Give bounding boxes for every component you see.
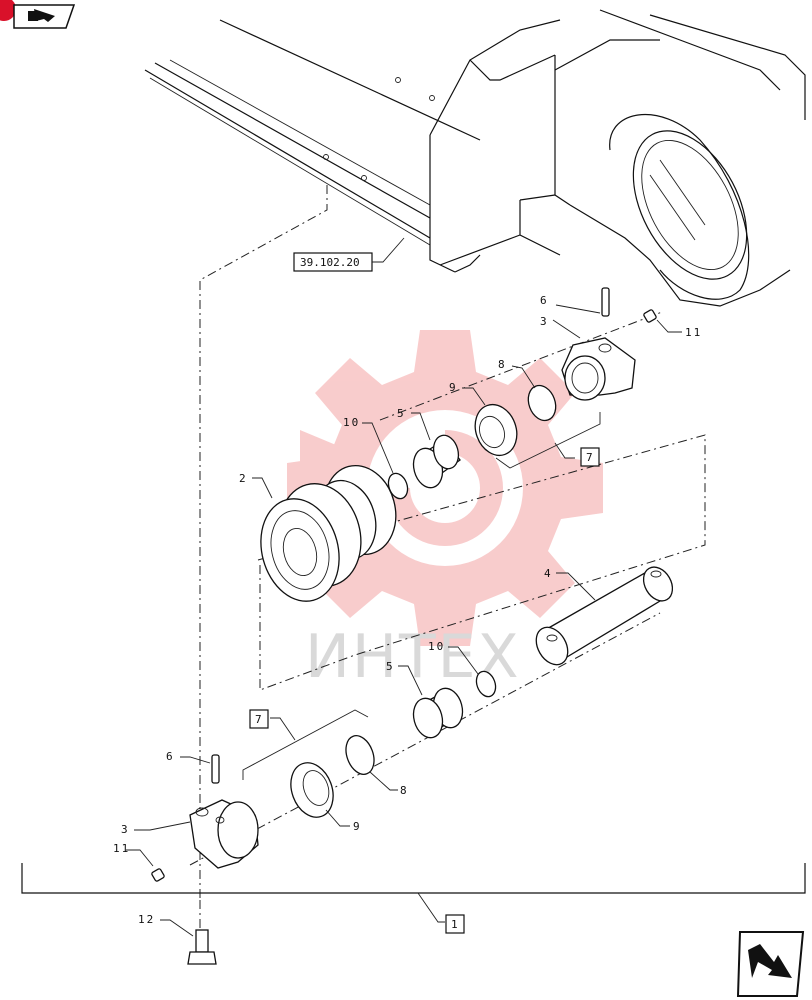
callout-7-bottom: 7 bbox=[255, 713, 262, 726]
bottom-nav-button[interactable] bbox=[736, 931, 805, 997]
callouts: 1 7 7 2 3 3 4 5 5 6 6 8 8 9 9 10 10 11 1… bbox=[113, 294, 702, 934]
callout-9-top: 9 bbox=[449, 381, 458, 394]
callout-3-bottom: 3 bbox=[121, 823, 130, 836]
track-roller-2 bbox=[252, 464, 397, 602]
reference-box-label: 39.102.20 bbox=[300, 256, 360, 269]
previous-page-arrow-icon bbox=[28, 9, 55, 22]
callout-1: 1 bbox=[451, 918, 458, 931]
oring-8-bottom bbox=[345, 735, 398, 791]
pin-6-bottom bbox=[180, 754, 220, 784]
assembly-1-bracket bbox=[21, 863, 806, 923]
callout-11-bottom: 11 bbox=[113, 842, 130, 855]
callout-6-top: 6 bbox=[540, 294, 549, 307]
next-page-arrow-icon bbox=[748, 944, 792, 978]
reference-box[interactable]: 39.102.20 bbox=[293, 237, 405, 272]
callout-box-7-top[interactable] bbox=[580, 447, 600, 467]
callout-11-top: 11 bbox=[685, 326, 702, 339]
bushing-5-bottom bbox=[398, 665, 464, 739]
center-lines bbox=[189, 185, 706, 930]
callout-12: 12 bbox=[138, 913, 155, 926]
callout-box-7-bottom[interactable] bbox=[249, 709, 269, 729]
top-nav-button[interactable] bbox=[0, 0, 76, 29]
kit-7-bottom-bracket bbox=[242, 709, 369, 780]
bracket-3-top bbox=[552, 319, 636, 401]
pin-6-top bbox=[555, 287, 610, 317]
bracket-3-bottom bbox=[134, 799, 259, 869]
screw-11-top bbox=[643, 309, 682, 333]
callout-5-bottom: 5 bbox=[386, 660, 395, 673]
callout-6-bottom: 6 bbox=[166, 750, 175, 763]
ring-10-bottom bbox=[448, 646, 497, 698]
callout-3-top: 3 bbox=[540, 315, 549, 328]
shaft-4 bbox=[535, 566, 674, 666]
frame-structure bbox=[144, 9, 806, 307]
bushing-5-top bbox=[411, 412, 461, 489]
callout-box-1[interactable] bbox=[445, 914, 465, 934]
callout-4: 4 bbox=[544, 567, 553, 580]
callout-10-top: 10 bbox=[343, 416, 360, 429]
kit-7-top-bracket bbox=[495, 412, 601, 469]
seal-9-top bbox=[462, 387, 518, 457]
seal-9-bottom bbox=[290, 762, 350, 827]
callout-8-bottom: 8 bbox=[400, 784, 409, 797]
callout-7-top: 7 bbox=[586, 451, 593, 464]
callout-2: 2 bbox=[239, 472, 248, 485]
callout-9-bottom: 9 bbox=[353, 820, 362, 833]
callout-8-top: 8 bbox=[498, 358, 507, 371]
bolt-12 bbox=[160, 919, 217, 965]
callout-10-bottom: 10 bbox=[428, 640, 445, 653]
callout-5-top: 5 bbox=[397, 407, 406, 420]
oring-8-top bbox=[511, 365, 557, 422]
screw-11-bottom bbox=[126, 849, 165, 882]
